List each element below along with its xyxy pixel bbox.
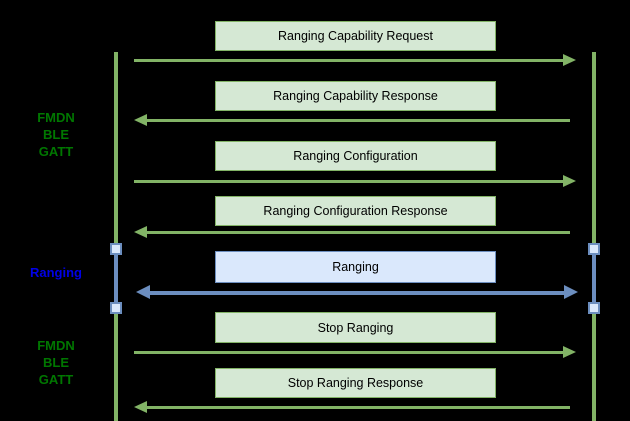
arrow-shaft — [134, 59, 564, 62]
phase-label-ranging: Ranging — [30, 265, 82, 280]
ranging-activation-segment-left — [114, 250, 118, 308]
arrow-shaft — [134, 180, 564, 183]
message-box-stop-ranging: Stop Ranging — [215, 312, 496, 343]
arrowhead-right-icon — [563, 346, 576, 358]
arrowhead-left-icon — [136, 285, 150, 299]
arrow-stop-ranging — [134, 346, 576, 359]
arrow-stop-ranging-response — [134, 401, 576, 414]
message-box-ranging-capability-response: Ranging Capability Response — [215, 81, 496, 111]
message-box-ranging-configuration-response: Ranging Configuration Response — [215, 196, 496, 226]
arrowhead-right-icon — [563, 175, 576, 187]
arrowhead-right-icon — [564, 285, 578, 299]
arrowhead-left-icon — [134, 401, 147, 413]
arrow-shaft — [146, 231, 570, 234]
arrowhead-right-icon — [563, 54, 576, 66]
lifeline-left — [114, 52, 118, 421]
arrow-ranging-capability-request — [134, 54, 576, 67]
arrow-ranging-bidirectional — [136, 285, 578, 300]
arrow-shaft — [146, 119, 570, 122]
activation-marker-left-top — [110, 243, 122, 255]
arrow-ranging-capability-response — [134, 114, 576, 127]
arrow-ranging-configuration-response — [134, 226, 576, 239]
arrowhead-left-icon — [134, 114, 147, 126]
activation-marker-right-top — [588, 243, 600, 255]
arrow-shaft — [134, 351, 564, 354]
arrowhead-left-icon — [134, 226, 147, 238]
arrow-ranging-configuration — [134, 175, 576, 188]
message-box-ranging-configuration: Ranging Configuration — [215, 141, 496, 171]
message-box-ranging-capability-request: Ranging Capability Request — [215, 21, 496, 51]
lifeline-right — [592, 52, 596, 421]
protocol-label-bottom: FMDN BLE GATT — [37, 338, 75, 387]
arrow-shaft — [149, 290, 565, 295]
activation-marker-right-bottom — [588, 302, 600, 314]
activation-marker-left-bottom — [110, 302, 122, 314]
message-box-stop-ranging-response: Stop Ranging Response — [215, 368, 496, 398]
arrow-shaft — [146, 406, 570, 409]
protocol-label-top: FMDN BLE GATT — [37, 110, 75, 159]
ranging-activation-segment-right — [592, 250, 596, 308]
message-box-ranging: Ranging — [215, 251, 496, 283]
